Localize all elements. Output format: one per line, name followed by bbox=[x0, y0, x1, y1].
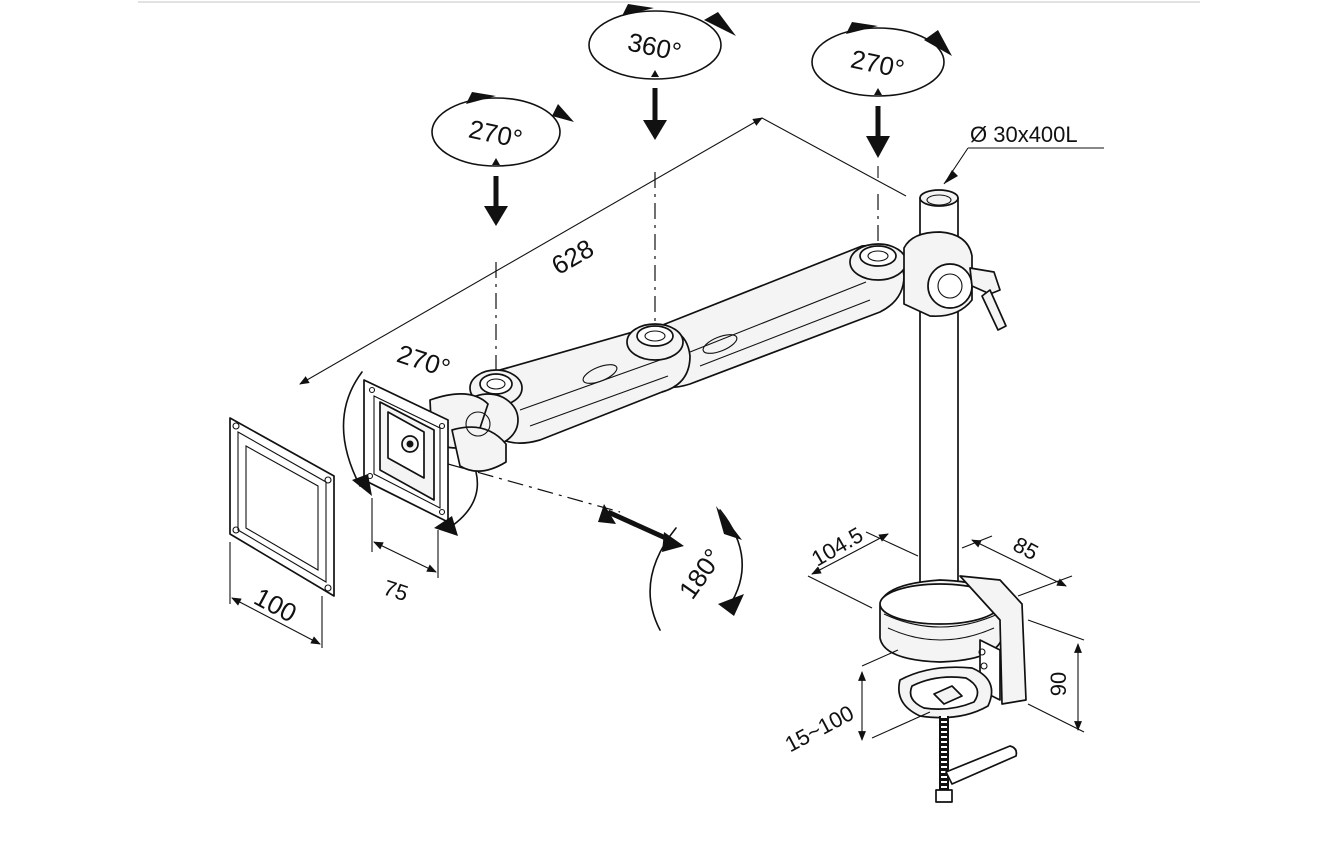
swivel-axis bbox=[447, 463, 621, 513]
lock-lever bbox=[969, 267, 1007, 331]
rotation-label-right: 270° bbox=[848, 44, 907, 85]
desk-clamp bbox=[879, 575, 1027, 803]
vesa-plate-75 bbox=[363, 379, 449, 523]
clamp-height-label: 90 bbox=[1046, 672, 1071, 696]
vesa-plate-100 bbox=[229, 417, 335, 597]
rotation-label-left: 270° bbox=[466, 114, 525, 155]
joint-middle bbox=[626, 323, 684, 361]
desk-thickness-label: 15~100 bbox=[781, 700, 858, 757]
head-tilt-label: 270° bbox=[393, 338, 453, 383]
arm-length-label: 628 bbox=[546, 233, 599, 281]
rotation-indicator-right: 270° bbox=[811, 22, 952, 158]
rotation-indicator-left: 270° bbox=[431, 92, 574, 226]
joint-rear bbox=[849, 243, 907, 281]
swivel-label: 180° bbox=[673, 543, 728, 604]
vesa-100-label: 100 bbox=[249, 581, 301, 628]
rotation-label-center: 360° bbox=[625, 27, 684, 68]
swivel-indicator: 180° bbox=[598, 504, 744, 631]
pole-collar bbox=[903, 231, 973, 318]
clamp-height-dimension: 90 bbox=[1027, 619, 1085, 733]
vesa-75-label: 75 bbox=[380, 575, 411, 606]
clamp-depth-label: 104.5 bbox=[807, 522, 867, 571]
pole-spec-callout: Ø 30x400L bbox=[943, 122, 1104, 185]
pole-spec-label: Ø 30x400L bbox=[970, 122, 1078, 147]
rotation-indicator-center: 360° bbox=[588, 4, 736, 140]
vesa-75-dimension: 75 bbox=[371, 498, 439, 606]
